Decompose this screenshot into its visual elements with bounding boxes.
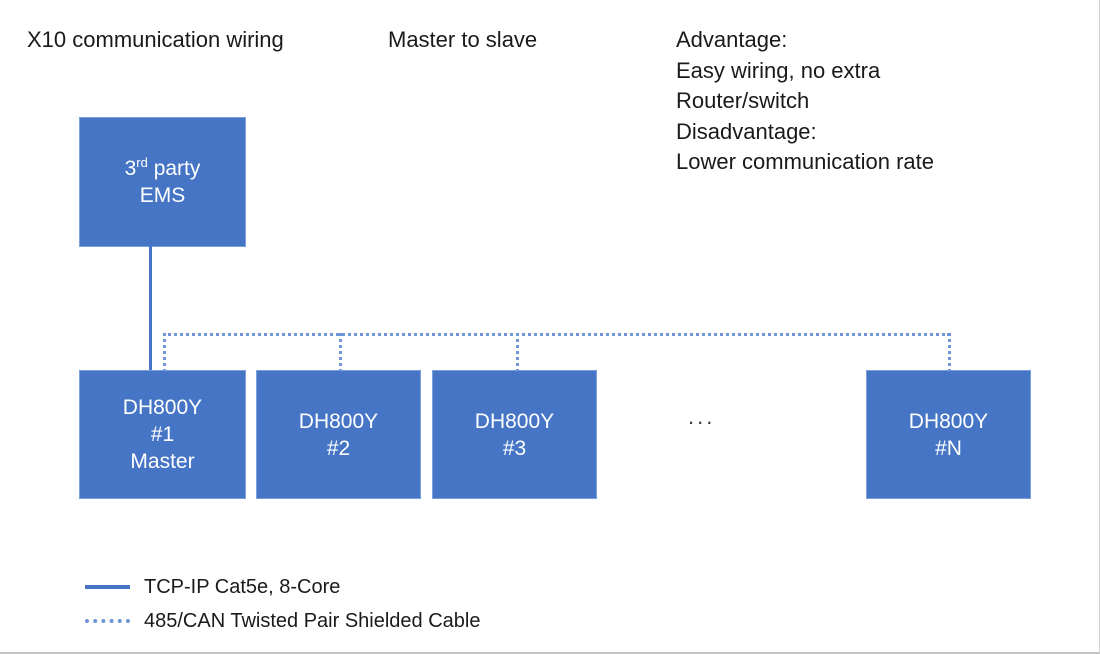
note-line-advantage-2: Router/switch	[676, 88, 810, 113]
device-1-model: DH800Y	[122, 396, 203, 419]
legend-label-tcpip: TCP-IP Cat5e, 8-Core	[144, 575, 341, 598]
ems-label-number: 3	[124, 157, 137, 180]
notes-block: Advantage: Easy wiring, no extra Router/…	[676, 25, 934, 178]
legend: TCP-IP Cat5e, 8-Core 485/CAN Twisted Pai…	[85, 570, 480, 638]
link-tcpip-ems-to-master	[149, 246, 152, 372]
note-line-advantage-heading: Advantage:	[676, 27, 788, 52]
note-line-advantage-1: Easy wiring, no extra	[676, 57, 881, 83]
device-n-model: DH800Y	[908, 409, 989, 433]
legend-solid-line-icon	[85, 585, 130, 589]
device-1-role: Master	[130, 450, 195, 473]
device-2-model: DH800Y	[298, 409, 379, 433]
topology-title: X10 communication wiring	[27, 27, 284, 52]
legend-row-tcpip: TCP-IP Cat5e, 8-Core	[85, 570, 480, 604]
bus-drop-device-2	[339, 333, 342, 372]
legend-label-485-can: 485/CAN Twisted Pair Shielded Cable	[144, 609, 481, 632]
bus-485-can-trunk	[163, 333, 950, 336]
device-n-index: #N	[935, 436, 962, 460]
node-device-3[interactable]: DH800Y #3	[432, 370, 597, 499]
ems-label-ordinal-suffix: rd	[136, 155, 148, 170]
device-2-index: #2	[326, 436, 351, 460]
ems-label-line2: EMS	[139, 184, 186, 207]
node-third-party-ems[interactable]: 3rd party EMS	[79, 117, 246, 247]
note-line-disadvantage-heading: Disadvantage:	[676, 118, 817, 144]
note-line-disadvantage-1: Lower communication rate	[676, 149, 935, 174]
ems-label-party: party	[147, 157, 201, 180]
bus-drop-device-3	[516, 333, 519, 372]
device-3-model: DH800Y	[474, 409, 555, 433]
legend-row-485-can: 485/CAN Twisted Pair Shielded Cable	[85, 604, 480, 638]
bus-drop-device-1	[163, 333, 166, 372]
node-device-2[interactable]: DH800Y #2	[256, 370, 421, 499]
device-1-index: #1	[150, 423, 175, 446]
mode-title: Master to slave	[388, 27, 538, 52]
ems-label-line1: 3rd party	[125, 155, 201, 182]
bus-drop-device-n	[948, 333, 951, 372]
node-device-n[interactable]: DH800Y #N	[866, 370, 1031, 499]
node-device-1[interactable]: DH800Y #1 Master	[79, 370, 246, 499]
legend-dotted-line-icon	[85, 619, 130, 623]
devices-continuation-ellipsis: ...	[688, 404, 716, 429]
device-3-index: #3	[502, 436, 527, 460]
